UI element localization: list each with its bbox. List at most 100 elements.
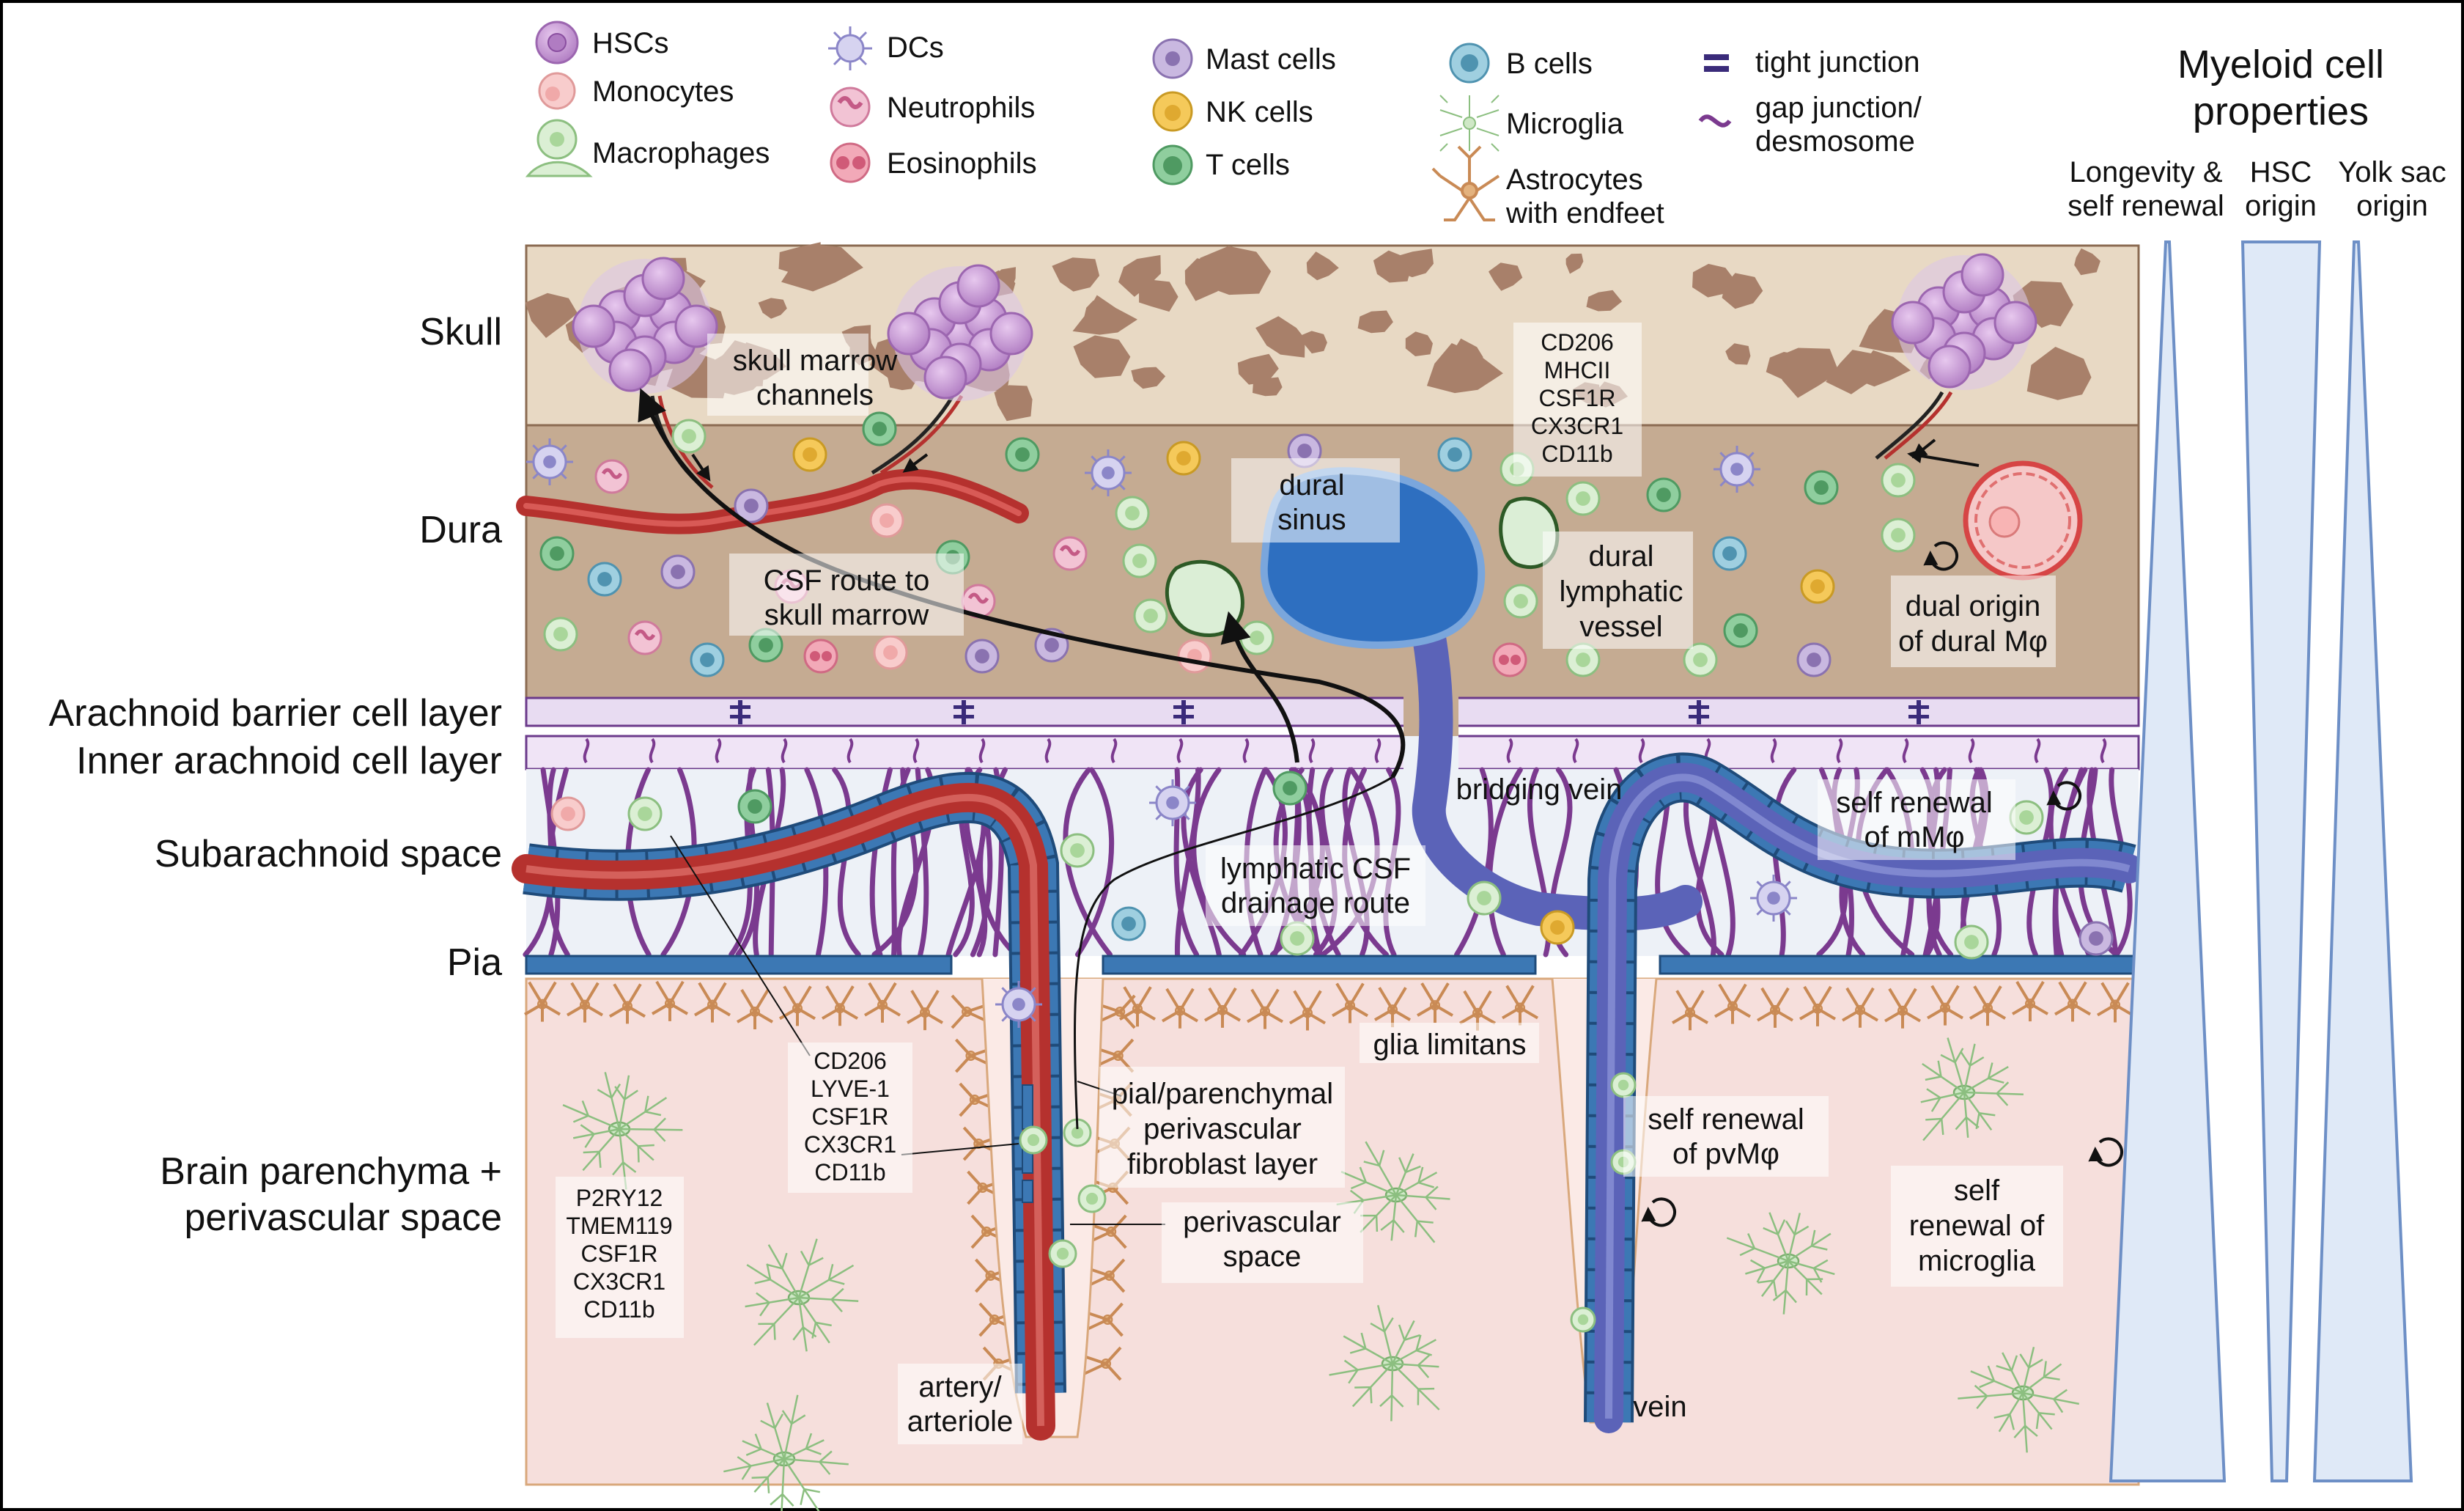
dc-icon bbox=[828, 26, 872, 70]
properties-col2-1: HSC bbox=[2250, 156, 2312, 188]
ann-dural-lymph-1: dural bbox=[1589, 540, 1654, 573]
mono-cell bbox=[1177, 639, 1212, 674]
label-subarachnoid: Subarachnoid space bbox=[155, 833, 502, 875]
b-cell bbox=[1111, 906, 1146, 941]
vein-highlight bbox=[1605, 773, 2131, 1419]
marker-microglia-4: CD11b bbox=[583, 1296, 654, 1323]
b-cell bbox=[587, 562, 622, 597]
gap-junction bbox=[1836, 738, 1843, 764]
bone-pore bbox=[1298, 331, 1327, 354]
bone-pore bbox=[1124, 269, 1155, 294]
properties-col3-1: Yolk sac bbox=[2338, 156, 2446, 188]
bone-pore bbox=[525, 293, 578, 338]
self-renewal-arrows bbox=[1641, 541, 2123, 1227]
nk-cell bbox=[1166, 441, 1201, 476]
trabecula bbox=[869, 767, 893, 957]
arrow-marrow-left bbox=[691, 453, 711, 482]
bone-pore bbox=[1306, 251, 1339, 281]
marker-pv-4: CD11b bbox=[814, 1159, 885, 1185]
marker-dura-1: MHCII bbox=[1544, 357, 1611, 383]
b-cell-icon bbox=[1449, 43, 1490, 84]
astrocyte bbox=[1203, 987, 1242, 1028]
astrocyte bbox=[1799, 985, 1837, 1026]
t-cell bbox=[1804, 470, 1839, 505]
arrow-lymphatic-csf bbox=[1074, 776, 1393, 1130]
t-cell bbox=[1723, 613, 1758, 648]
legend-astrocytes-1: Astrocytes bbox=[1506, 163, 1643, 196]
tight-junction-icon bbox=[1704, 54, 1729, 72]
legend-microglia: Microglia bbox=[1506, 108, 1624, 140]
hsc-cluster bbox=[572, 257, 718, 394]
gap-junction bbox=[1110, 738, 1118, 764]
ann-pial-3: fibroblast layer bbox=[1127, 1148, 1318, 1180]
ann-self-renewal-m-1: self renewal bbox=[1836, 787, 1992, 819]
marker-dura-3: CX3CR1 bbox=[1531, 413, 1623, 439]
astrocyte bbox=[651, 980, 689, 1021]
gap-junction bbox=[1374, 738, 1382, 764]
astrocyte bbox=[1246, 988, 1284, 1029]
trabecula bbox=[1075, 767, 1115, 957]
t-cell bbox=[1005, 437, 1040, 472]
myeloid-properties-panel: Myeloid cell properties Longevity & self… bbox=[2068, 43, 2446, 1482]
hsc-clusters bbox=[572, 253, 2037, 401]
tight-junction bbox=[1173, 700, 1194, 724]
gap-junction bbox=[1902, 738, 1909, 764]
microglia-icon bbox=[1439, 95, 1500, 152]
properties-col3-2: origin bbox=[2356, 190, 2428, 222]
legend-mast-cells: Mast cells bbox=[1206, 43, 1336, 76]
nk-cell-icon bbox=[1152, 91, 1193, 132]
mast-cell bbox=[660, 554, 696, 589]
b-cell bbox=[690, 642, 725, 677]
astrocyte bbox=[1331, 982, 1369, 1023]
mono-cell bbox=[869, 503, 904, 538]
hsc-cell bbox=[1960, 253, 2004, 297]
mac-cell bbox=[1048, 1239, 1077, 1268]
ann-self-renewal-mg-1: self bbox=[1954, 1174, 2000, 1207]
bone-pore bbox=[1722, 273, 1763, 309]
mac-cell bbox=[1954, 924, 1989, 960]
marker-lists: CD206 MHCII CSF1R CX3CR1 CD11b CD206 LYV… bbox=[566, 329, 1623, 1323]
blood-vessel-cross-section bbox=[1963, 460, 2083, 581]
legend-gap-junction-2: desmosome bbox=[1755, 125, 1915, 158]
properties-title-1: Myeloid cell bbox=[2177, 43, 2384, 87]
bone-pore bbox=[1565, 253, 1584, 274]
gap-junction bbox=[1968, 738, 1975, 764]
wedge-hsc-origin bbox=[2240, 240, 2322, 1482]
ann-vein: vein bbox=[1633, 1391, 1686, 1423]
eos-cell bbox=[803, 639, 838, 674]
hsc-icon bbox=[535, 21, 579, 65]
label-brain-2: perivascular space bbox=[184, 1196, 502, 1239]
trabecula bbox=[1771, 767, 1797, 957]
ann-skull-marrow-2: channels bbox=[756, 379, 874, 411]
gap-junction bbox=[1242, 738, 1250, 764]
astrocyte bbox=[2054, 981, 2092, 1022]
gap-junction bbox=[1308, 738, 1316, 764]
macrophage-icon bbox=[525, 119, 593, 177]
gap-junction bbox=[715, 738, 722, 764]
hsc-cell bbox=[1928, 345, 1971, 389]
bone-pore bbox=[1826, 350, 1888, 394]
ann-csf-route-1: CSF route to bbox=[764, 565, 930, 597]
ann-self-renewal-m-2: of mMφ bbox=[1864, 821, 1964, 853]
gap-junction bbox=[649, 738, 656, 764]
legend-astrocytes-2: with endfeet bbox=[1505, 197, 1664, 229]
astrocyte bbox=[1373, 987, 1412, 1028]
neutrophil-icon bbox=[830, 87, 871, 128]
legend-neutrophils: Neutrophils bbox=[887, 92, 1035, 124]
neut-cell bbox=[1052, 536, 1088, 571]
mac-cell bbox=[1881, 518, 1916, 553]
marker-microglia-0: P2RY12 bbox=[576, 1185, 663, 1211]
astrocyte bbox=[1085, 1302, 1124, 1337]
trabecula bbox=[832, 767, 861, 957]
gap-junction bbox=[2034, 738, 2041, 764]
eos-cell bbox=[1492, 642, 1527, 677]
legend-t-cells: T cells bbox=[1206, 149, 1290, 181]
gap-junction bbox=[978, 738, 986, 764]
astrocyte bbox=[951, 994, 989, 1029]
microglia bbox=[1920, 1037, 2024, 1141]
mac-cell bbox=[1077, 1184, 1107, 1213]
label-skull: Skull bbox=[419, 311, 502, 353]
mac-cell bbox=[1610, 1072, 1637, 1098]
mac-cell bbox=[1019, 1125, 1048, 1155]
